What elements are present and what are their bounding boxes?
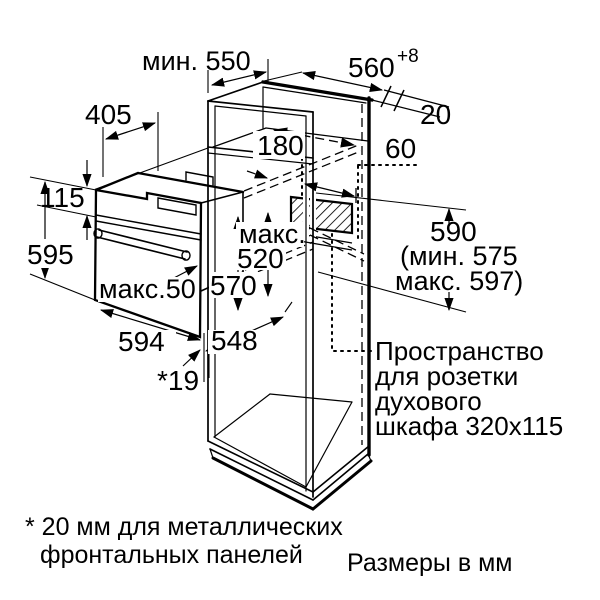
oven-door-handle (93, 228, 191, 261)
footnote-line1: * 20 мм для металлических (25, 513, 343, 541)
label-body-depth: 548 (211, 325, 258, 356)
label-oven-height: 595 (27, 239, 74, 270)
label-knockouts (24, 131, 305, 355)
oven-display-window (157, 197, 197, 216)
units-note: Размеры в мм (347, 549, 512, 577)
label-niche-height-min: (мин. 575 (400, 241, 518, 271)
cabinet-plinth (209, 448, 373, 511)
socket-note: Пространство для розетки духового шкафа … (375, 336, 563, 441)
label-front-protrusion-max: макс.50 (99, 274, 196, 304)
label-bottom-gap: *19 (157, 365, 199, 396)
label-rear-gap: 20 (420, 99, 451, 130)
label-upper-compartment: 180 (257, 130, 304, 161)
label-top-clearance: 405 (85, 99, 132, 130)
dimension-labels: мин. 550 560 +8 20 405 180 60 115 595 ма… (27, 46, 523, 396)
oven-outline (93, 147, 245, 339)
cabinet-outline (207, 80, 374, 511)
socket-note-line3: духового (375, 386, 482, 416)
label-niche-height-max: макс. 597) (395, 266, 523, 296)
label-max-value: 520 (237, 243, 284, 274)
label-socket-offset: 60 (385, 133, 416, 164)
dotted-locator-lines (301, 157, 420, 352)
label-oven-width: 594 (118, 326, 165, 357)
label-niche-width-tolerance: +8 (397, 46, 419, 67)
socket-note-line4: шкафа 320x115 (375, 411, 563, 441)
socket-note-line1: Пространство (375, 336, 544, 366)
label-niche-height: 590 (430, 216, 477, 247)
label-body-height: 570 (210, 270, 257, 301)
footer-texts: * 20 мм для металлических фронтальных па… (25, 513, 512, 577)
socket-note-line2: для розетки (375, 361, 518, 391)
label-panel-height: 115 (40, 182, 85, 213)
footnote-line2: фронтальных панелей (40, 541, 303, 569)
label-niche-width: 560 (348, 52, 395, 83)
label-niche-depth-min: мин. 550 (142, 46, 251, 76)
label-max-word: макс. (239, 219, 306, 249)
